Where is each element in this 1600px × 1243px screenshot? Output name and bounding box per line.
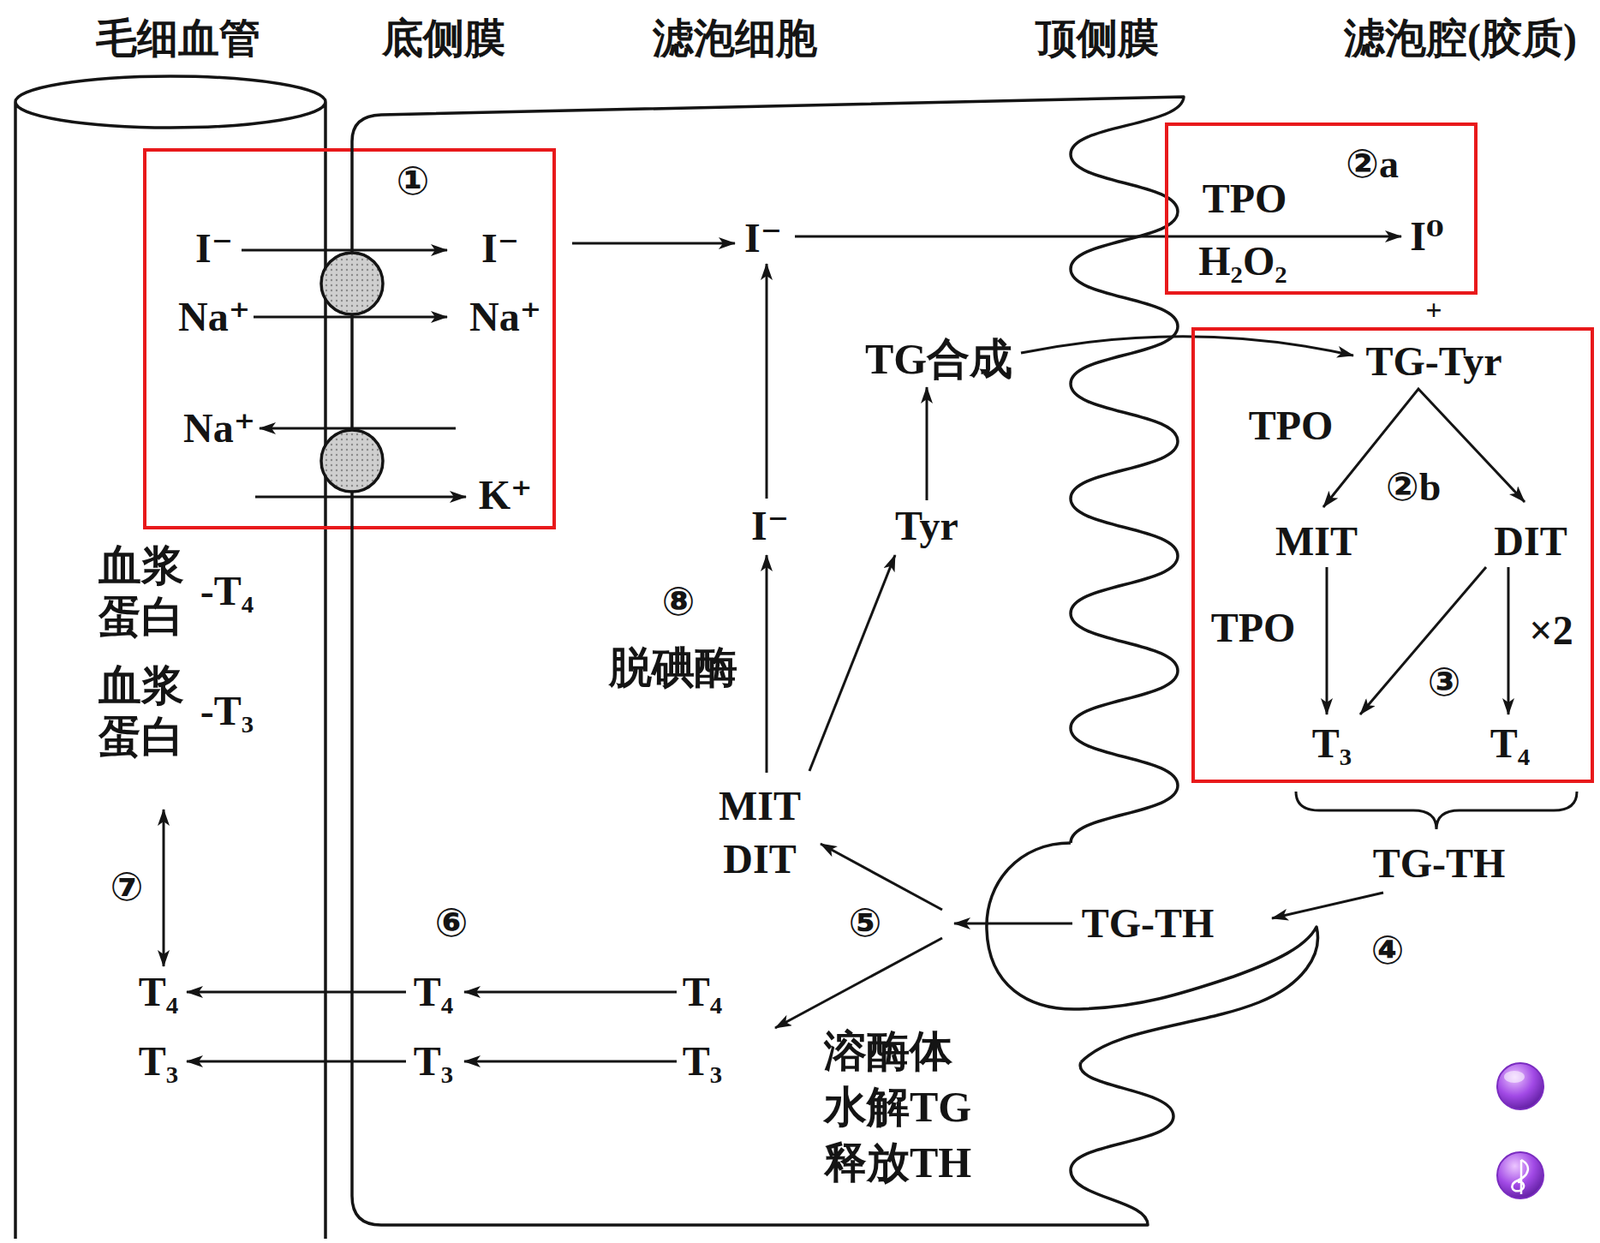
label-text: 底侧膜 <box>382 14 506 62</box>
arrow <box>255 495 466 499</box>
arrow <box>820 843 943 910</box>
node-text: T₄ <box>682 967 723 1015</box>
node-text: T₄ <box>138 967 179 1015</box>
node-text: ③ <box>1427 660 1462 706</box>
label-text: + <box>1425 295 1442 325</box>
follicle-cell: TG-THI⁻TG合成I⁻Tyr⑧脱碘酶MIT DIT⑥⑤T₄T₄T₃T₃溶酶体… <box>342 85 1200 1238</box>
player-button <box>1497 1062 1544 1110</box>
arrow <box>775 937 943 1028</box>
capillary-outline: 血浆 蛋白-T₄血浆 蛋白-T₃ ⑦ T₄ T₃ <box>8 72 335 1243</box>
node-text: I⁻ <box>744 214 783 262</box>
arrow <box>186 1060 406 1063</box>
node-text: I⁻ <box>751 501 789 550</box>
node-text: T₃ <box>682 1037 723 1085</box>
music-button <box>1497 1152 1544 1199</box>
arrow <box>925 387 929 501</box>
button-highlight <box>1504 1070 1525 1083</box>
label-text: TG-TH <box>1373 839 1506 887</box>
node-text: TPO <box>1248 401 1334 449</box>
node-text: H₂O₂ <box>1198 237 1287 285</box>
arrow <box>765 555 769 773</box>
node-text: TG-Tyr <box>1365 337 1502 385</box>
arrow <box>794 235 1402 239</box>
node-text: TG合成 <box>865 334 1013 385</box>
node-text: -T₃ <box>200 686 254 735</box>
node-text: MIT <box>1275 517 1358 565</box>
node-text: ⑤ <box>848 901 883 947</box>
node-text: ⑧ <box>662 579 696 626</box>
node-text: Tyr <box>895 501 959 550</box>
pump-symbol <box>321 429 383 492</box>
curly-bracket <box>1295 791 1577 830</box>
highlight-box: ②aTPO I⁰ H₂O₂ <box>1164 122 1478 295</box>
membrane-line <box>352 1062 1174 1225</box>
membrane-line <box>986 842 1319 1063</box>
node-text: T₄ <box>1490 719 1530 767</box>
label-text: 毛细血管 <box>95 14 261 62</box>
node-text: ⑦ <box>110 865 144 911</box>
transporter-symbol <box>321 252 383 315</box>
arrow <box>1325 567 1329 715</box>
endocytic-vesicle: TG-TH <box>976 835 1328 1071</box>
label-text: 顶侧膜 <box>1035 14 1159 62</box>
node-text: ×2 <box>1528 606 1573 654</box>
arrow <box>809 555 896 771</box>
label-text: 滤泡细胞 <box>652 14 818 62</box>
arrow <box>253 316 448 319</box>
node-text: TPO <box>1202 174 1288 222</box>
node-text: ②b <box>1385 465 1442 511</box>
arrow <box>241 249 448 252</box>
double-arrow <box>162 809 166 967</box>
node-text: ②a <box>1345 142 1399 188</box>
arrow <box>464 1060 677 1063</box>
label-text: 滤泡腔(胶质) <box>1343 14 1577 62</box>
arrow <box>464 991 677 994</box>
arrow <box>1271 892 1384 919</box>
node-text: T₃ <box>413 1037 454 1085</box>
node-text: -T₄ <box>200 567 254 615</box>
node-text: I⁻ <box>481 224 520 272</box>
arrow <box>1360 567 1487 715</box>
node-text: T₃ <box>138 1037 179 1085</box>
arrow <box>572 242 735 245</box>
node-text: 溶酶体 水解TG 释放TH <box>823 1023 996 1191</box>
node-text: T₄ <box>413 967 454 1015</box>
node-text: TG-TH <box>1081 899 1215 947</box>
node-text: T₃ <box>1312 719 1352 767</box>
music-note-icon <box>1511 1159 1528 1195</box>
node-text: 血浆 蛋白 <box>94 659 189 763</box>
arrow <box>1507 567 1511 715</box>
node-text: I⁰ <box>1409 212 1445 260</box>
node-text: TPO <box>1211 603 1296 651</box>
node-text: ① <box>396 159 430 205</box>
endocytic-vesicle-shape <box>976 835 1328 1071</box>
arrow <box>765 263 769 499</box>
node-text: ⑥ <box>435 901 469 947</box>
membrane-line <box>352 96 1184 1196</box>
node-text: K⁺ <box>478 471 533 519</box>
node-text: DIT <box>1493 517 1567 565</box>
label-text: ④ <box>1371 928 1405 974</box>
node-text: I⁻ <box>195 224 233 272</box>
node-text: 血浆 蛋白 <box>94 539 189 643</box>
node-text: Na⁺ <box>469 292 542 341</box>
node-text: Na⁺ <box>178 292 251 341</box>
arrow <box>186 991 406 994</box>
node-text: MIT DIT <box>711 779 808 887</box>
highlight-box: TG-TyrTPO ②bMIT DIT TPO ×2 ③ T₃ T₄ <box>1191 327 1595 783</box>
node-text: 脱碘酶 <box>608 643 738 693</box>
arrow <box>1020 336 1354 356</box>
node-text: Na⁺ <box>183 404 256 452</box>
membrane-line <box>15 76 326 1239</box>
arrow <box>954 922 1073 926</box>
